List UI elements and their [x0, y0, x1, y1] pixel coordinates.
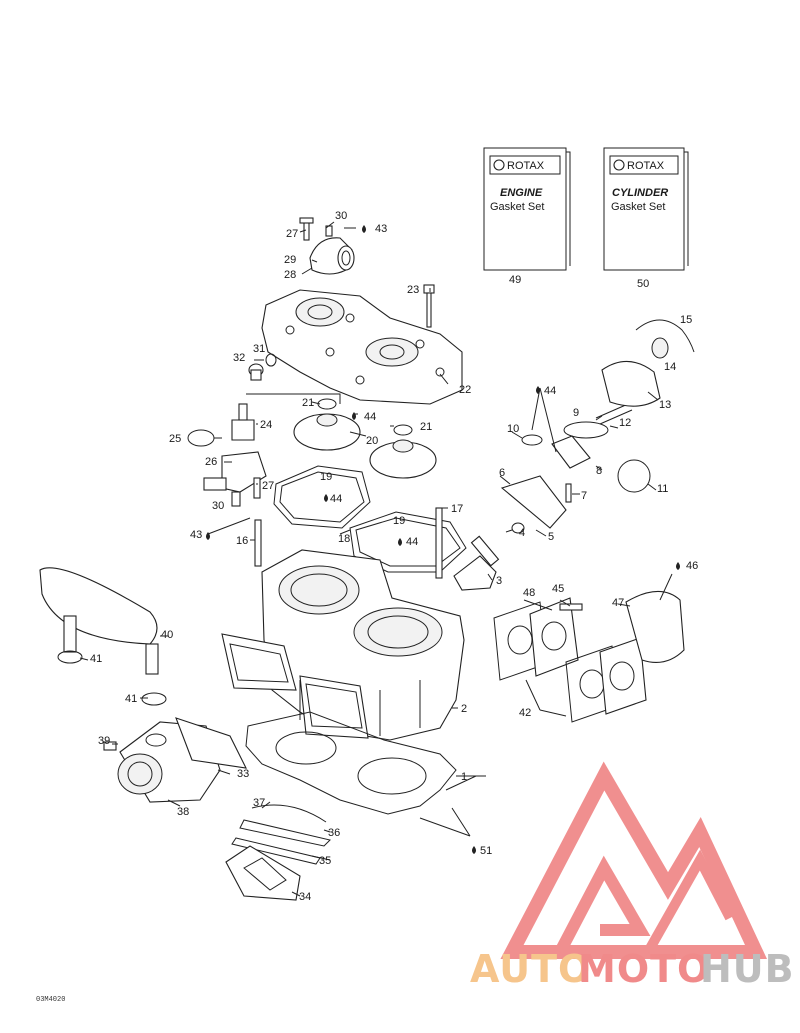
exhaust-flanges [493, 590, 685, 723]
callout-36: 36 [328, 827, 340, 839]
watermark-auto: AUTO [470, 947, 591, 991]
callout-23: 23 [407, 284, 419, 296]
callout-47: 47 [612, 597, 624, 609]
callout-39: 39 [98, 735, 110, 747]
callout-42: 42 [519, 707, 531, 719]
carb-adaptor-38 [103, 717, 247, 803]
callout-51-drop: 51 [480, 845, 492, 857]
head-gasket-19 [273, 465, 371, 529]
callout-35: 35 [319, 855, 331, 867]
reed-valve-stack [225, 804, 331, 901]
combustion-chamber-dome [369, 424, 437, 479]
callout-31: 31 [253, 343, 265, 355]
water-outlet-26 [203, 451, 267, 507]
callout-45: 45 [552, 583, 564, 595]
callout-44: 44 [364, 411, 376, 423]
callout-37: 37 [253, 797, 265, 809]
thermostat [187, 403, 255, 447]
card-title: ENGINE [500, 187, 543, 199]
callout-30: 30 [335, 210, 347, 222]
card-title: CYLINDER [612, 187, 668, 199]
card-brand: ROTAX [507, 160, 545, 172]
callout-44: 44 [544, 385, 556, 397]
callout-16: 16 [236, 535, 248, 547]
callout-27: 27 [286, 228, 298, 240]
callout-44: 44 [406, 536, 418, 548]
callout-27: 27 [262, 480, 274, 492]
leader-lines [79, 221, 673, 897]
card-subtitle: Gasket Set [490, 201, 544, 213]
callout-19: 19 [320, 471, 332, 483]
callout-9: 9 [573, 407, 579, 419]
automotohub-logo [500, 761, 767, 959]
callout-30: 30 [212, 500, 224, 512]
callout-40: 40 [161, 629, 173, 641]
engine-gasket-set-card: ROTAX ENGINE Gasket Set 49 [483, 147, 571, 286]
callout-44: 44 [330, 493, 342, 505]
callout-43: 43 [190, 529, 202, 541]
callout-33: 33 [237, 768, 249, 780]
cylinder-head [261, 289, 463, 405]
callout-labels: 1 2 3 4 5 6 7 8 9 10 11 12 13 14 15 16 1… [90, 210, 698, 903]
callout-22: 22 [459, 384, 471, 396]
callout-1: 1 [461, 771, 467, 783]
card-brand: ROTAX [627, 160, 665, 172]
callout-14: 14 [664, 361, 676, 373]
callout-4: 4 [519, 527, 525, 539]
watermark-hub: HUB [700, 947, 795, 991]
callout-12: 12 [619, 417, 631, 429]
intake-silencer-40 [39, 567, 167, 706]
callout-26: 26 [205, 456, 217, 468]
callout-18: 18 [338, 533, 350, 545]
callout-32: 32 [233, 352, 245, 364]
callout-38: 38 [177, 806, 189, 818]
head-bolt-23 [423, 284, 435, 328]
callout-15: 15 [680, 314, 692, 326]
callout-46: 46 [686, 560, 698, 572]
callout-11: 11 [657, 483, 668, 495]
card-subtitle: Gasket Set [611, 201, 665, 213]
stud-16 [254, 519, 262, 567]
callout-25: 25 [169, 433, 181, 445]
cylinder-gasket-set-card: ROTAX CYLINDER Gasket Set 50 [603, 147, 689, 290]
callout-7: 7 [581, 490, 587, 502]
callout-17: 17 [451, 503, 463, 515]
sealant-drop-icon [206, 225, 680, 854]
callout-3: 3 [496, 575, 502, 587]
callout-8: 8 [596, 465, 602, 477]
callout-43: 43 [375, 223, 387, 235]
callout-29: 29 [284, 254, 296, 266]
callout-5: 5 [548, 531, 554, 543]
callout-10: 10 [507, 423, 519, 435]
callout-21: 21 [302, 397, 314, 409]
callout-50: 50 [637, 278, 649, 290]
plug-32 [248, 353, 277, 381]
base-gasket [245, 711, 457, 815]
watermark-moto: MOTO [578, 947, 710, 991]
callout-41: 41 [90, 653, 102, 665]
callout-24: 24 [260, 419, 272, 431]
stud-17 [435, 507, 443, 579]
callout-48: 48 [523, 587, 535, 599]
rotax-logo-icon [493, 159, 505, 171]
callout-2: 2 [461, 703, 467, 715]
callout-19: 19 [393, 515, 405, 527]
exhaust-valve-housing [453, 319, 695, 591]
callout-13: 13 [659, 399, 671, 411]
water-outlet-assembly [299, 217, 355, 275]
callout-21: 21 [420, 421, 432, 433]
callout-41: 41 [125, 693, 137, 705]
combustion-chamber-dome [293, 398, 361, 451]
callout-49: 49 [509, 274, 521, 286]
callout-6: 6 [499, 467, 505, 479]
callout-34: 34 [299, 891, 311, 903]
callout-20: 20 [366, 435, 378, 447]
rotax-logo-icon [613, 159, 625, 171]
callout-28: 28 [284, 269, 296, 281]
drawing-code: 03M4020 [36, 996, 65, 1004]
